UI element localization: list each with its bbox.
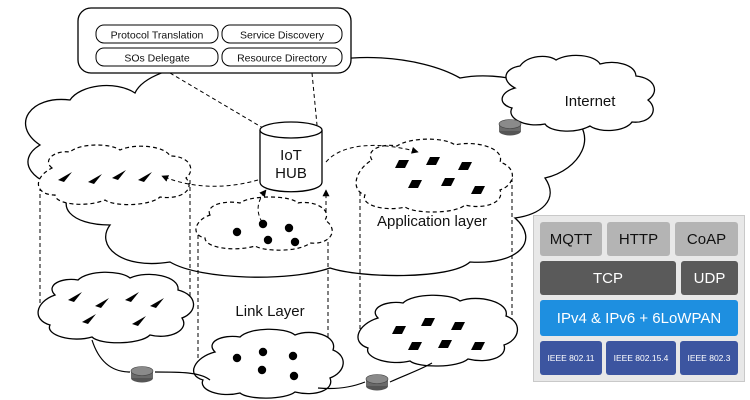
device-icon [68, 292, 82, 302]
device-icon [426, 157, 440, 165]
device-icon [58, 172, 72, 182]
device-icon [112, 170, 126, 180]
protocol-stack: MQTT HTTP CoAP TCP UDP IPv4 & IPv6 + 6Lo… [533, 215, 745, 382]
router-icon [498, 119, 522, 136]
link-cloud-left [37, 271, 195, 344]
device-icon [232, 353, 242, 363]
device-icon [290, 237, 300, 247]
router-icon [365, 374, 389, 391]
device-icon [263, 235, 273, 245]
protocol-mqtt: MQTT [540, 222, 602, 256]
internet-label: Internet [565, 93, 617, 110]
svg-text:Resource Directory: Resource Directory [237, 53, 328, 65]
hub-function-resource-directory: Resource Directory [221, 47, 343, 67]
device-icon [232, 227, 242, 237]
svg-text:Service Discovery: Service Discovery [240, 30, 325, 42]
device-icon [138, 172, 152, 182]
device-icon [125, 292, 139, 302]
protocol-udp: UDP [681, 261, 738, 295]
hub-function-sos-delegate: SOs Delegate [95, 47, 219, 67]
device-icon [441, 178, 455, 186]
device-icon [451, 322, 465, 330]
iot-hub: IoT HUB [259, 121, 323, 193]
app-cloud-left [37, 144, 192, 206]
arrow-hub-to-right [325, 144, 419, 163]
dot-device-group [232, 219, 300, 381]
device-icon [258, 347, 268, 357]
device-icon [408, 180, 422, 188]
link-cloud-middle [192, 328, 344, 399]
hub-function-protocol-translation: Protocol Translation [95, 24, 219, 44]
device-icon [288, 351, 298, 361]
device-icon [438, 340, 452, 348]
device-icon [132, 316, 146, 326]
link-cloud-right [357, 294, 519, 367]
device-icon [82, 314, 96, 324]
device-icon [284, 223, 294, 233]
arrow-middle-to-hub-1 [257, 189, 267, 223]
device-icon [257, 365, 267, 375]
link-layer-label: Link Layer [235, 303, 304, 320]
device-icon [395, 160, 409, 168]
device-icon [471, 186, 485, 194]
protocol-ieee-802-3: IEEE 802.3 [680, 341, 738, 375]
protocol-ieee-802-11: IEEE 802.11 [540, 341, 602, 375]
iot-hub-label-line1: IoT [280, 147, 302, 164]
device-icon [88, 174, 102, 184]
hub-function-service-discovery: Service Discovery [221, 24, 343, 44]
device-icon [421, 318, 435, 326]
internet-cloud [501, 54, 656, 132]
triangle-device-group [58, 170, 164, 326]
device-icon [150, 298, 164, 308]
protocol-coap: CoAP [675, 222, 738, 256]
protocol-tcp: TCP [540, 261, 676, 295]
app-cloud-right [355, 138, 513, 213]
device-icon [408, 342, 422, 350]
device-icon [289, 371, 299, 381]
device-icon [458, 162, 472, 170]
svg-text:SOs Delegate: SOs Delegate [124, 53, 190, 65]
router-icon [130, 366, 154, 383]
application-layer-label: Application layer [377, 213, 487, 230]
svg-text:Protocol Translation: Protocol Translation [111, 30, 204, 42]
parallelogram-device-group [392, 157, 485, 350]
device-icon [392, 326, 406, 334]
arrow-hub-to-left [161, 175, 259, 187]
device-icon [95, 298, 109, 308]
device-icon [258, 219, 268, 229]
device-icon [471, 342, 485, 350]
protocol-ieee-802-15-4: IEEE 802.15.4 [606, 341, 676, 375]
protocol-network-layer: IPv4 & IPv6 + 6LoWPAN [540, 300, 738, 336]
protocol-http: HTTP [607, 222, 670, 256]
iot-hub-label-line2: HUB [275, 165, 307, 182]
